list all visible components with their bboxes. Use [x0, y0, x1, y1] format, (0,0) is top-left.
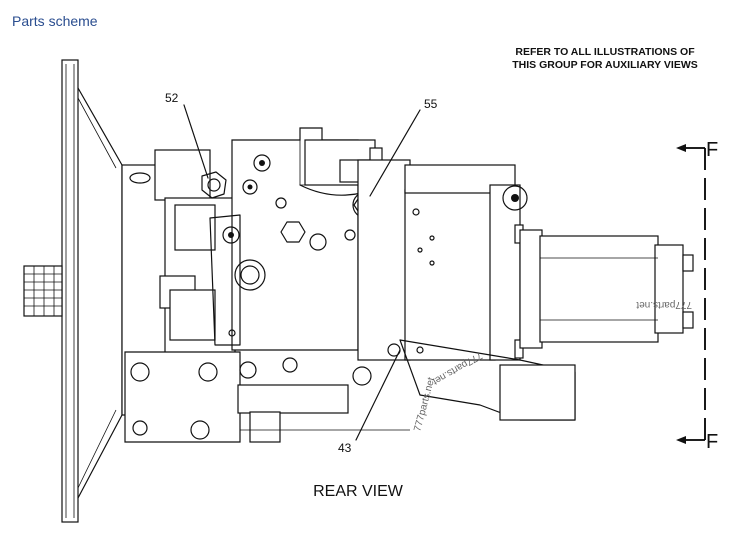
callout-52: 52 [165, 91, 179, 105]
note-line-2: THIS GROUP FOR AUXILIARY VIEWS [512, 59, 698, 71]
note-line-1: REFER TO ALL ILLUSTRATIONS OF [515, 46, 695, 58]
section-marker-bottom: F [706, 431, 718, 453]
section-marker-top: F [706, 139, 718, 161]
splined-shaft [23, 265, 63, 317]
section-line [676, 144, 706, 444]
callout-55: 55 [424, 97, 438, 111]
view-caption: REAR VIEW [313, 483, 404, 500]
watermark-1: 777parts.net [636, 299, 692, 310]
lower-manifold [124, 339, 576, 443]
valve-body [357, 159, 528, 361]
page-title: Parts scheme [12, 13, 98, 29]
bolt-52 [201, 171, 227, 199]
callout-43: 43 [338, 441, 352, 455]
mounting-flange [61, 59, 123, 523]
auxiliary-housing [519, 229, 694, 349]
